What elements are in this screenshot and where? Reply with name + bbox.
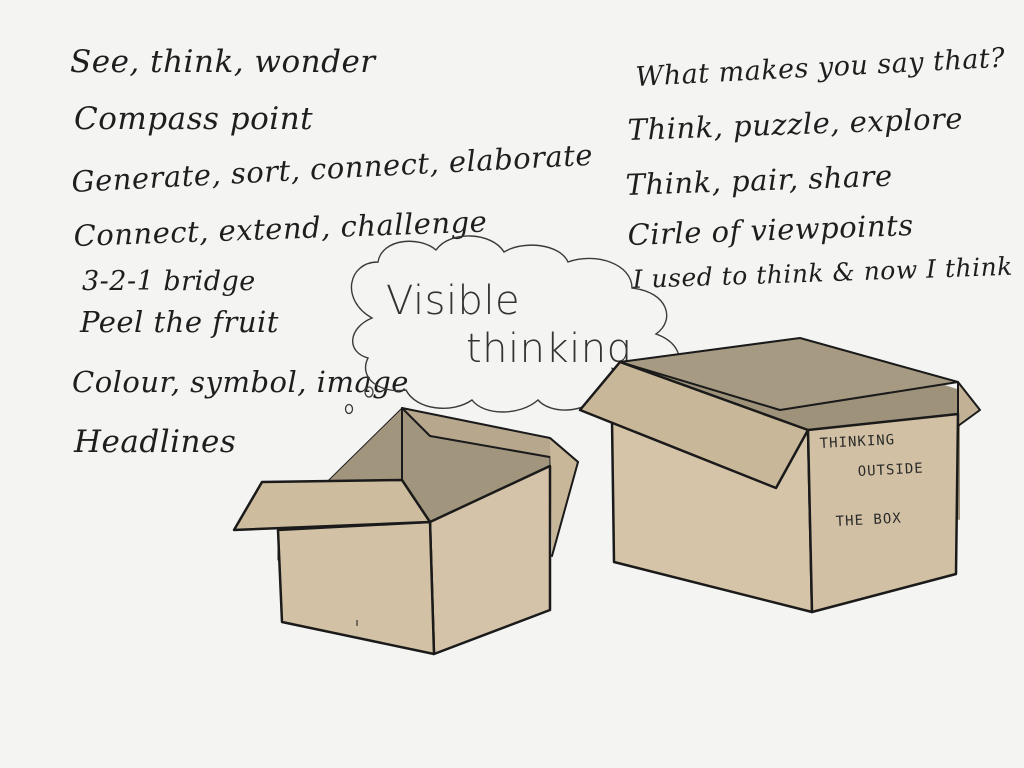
large-box-right-flap	[957, 381, 981, 427]
thought-bubble: Visible thinking	[344, 235, 680, 415]
right-item-used-to-think-now-think: I used to think & now I think	[631, 252, 1013, 294]
small-box-right-flap	[549, 437, 579, 557]
right-item-think-puzzle-explore: Think, puzzle, explore	[627, 101, 963, 147]
left-item-generate-sort-connect-elaborate: Generate, sort, connect, elaborate	[71, 138, 594, 199]
small-open-box	[232, 407, 579, 656]
large-open-box: THINKING OUTSIDE THE BOX	[578, 337, 981, 614]
box-label-line3: THE BOX	[835, 511, 902, 530]
right-item-what-makes-you-say-that: What makes you say that?	[635, 43, 1006, 93]
right-item-think-pair-share: Think, pair, share	[625, 159, 893, 202]
box-label-line2: OUTSIDE	[857, 461, 924, 480]
right-item-circle-of-viewpoints: Cirle of viewpoints	[627, 208, 914, 252]
bubble-text-visible: Visible	[386, 278, 520, 324]
left-item-3-2-1-bridge: 3-2-1 bridge	[82, 266, 256, 297]
left-thinking-routines-list: See, think, wonder Compass point Generat…	[70, 44, 594, 460]
large-box-right-side	[806, 412, 960, 614]
bubble-text-thinking: thinking	[466, 326, 631, 372]
thought-cloud-outline	[350, 235, 680, 413]
left-item-compass-point: Compass point	[74, 101, 313, 137]
small-box-front	[276, 520, 436, 656]
large-box-front-flap	[578, 360, 810, 490]
left-item-colour-symbol-image: Colour, symbol, image	[72, 365, 409, 399]
thought-bubble-dot-large	[364, 386, 374, 398]
box-label-line1: THINKING	[819, 432, 895, 452]
left-item-headlines: Headlines	[73, 424, 236, 460]
left-item-see-think-wonder: See, think, wonder	[70, 44, 377, 80]
small-box-left-flap	[232, 478, 432, 532]
left-item-peel-the-fruit: Peel the fruit	[79, 305, 279, 339]
right-thinking-routines-list: What makes you say that? Think, puzzle, …	[625, 43, 1013, 294]
left-item-connect-extend-challenge: Connect, extend, challenge	[73, 205, 488, 253]
thought-bubble-dot-small	[344, 403, 354, 415]
